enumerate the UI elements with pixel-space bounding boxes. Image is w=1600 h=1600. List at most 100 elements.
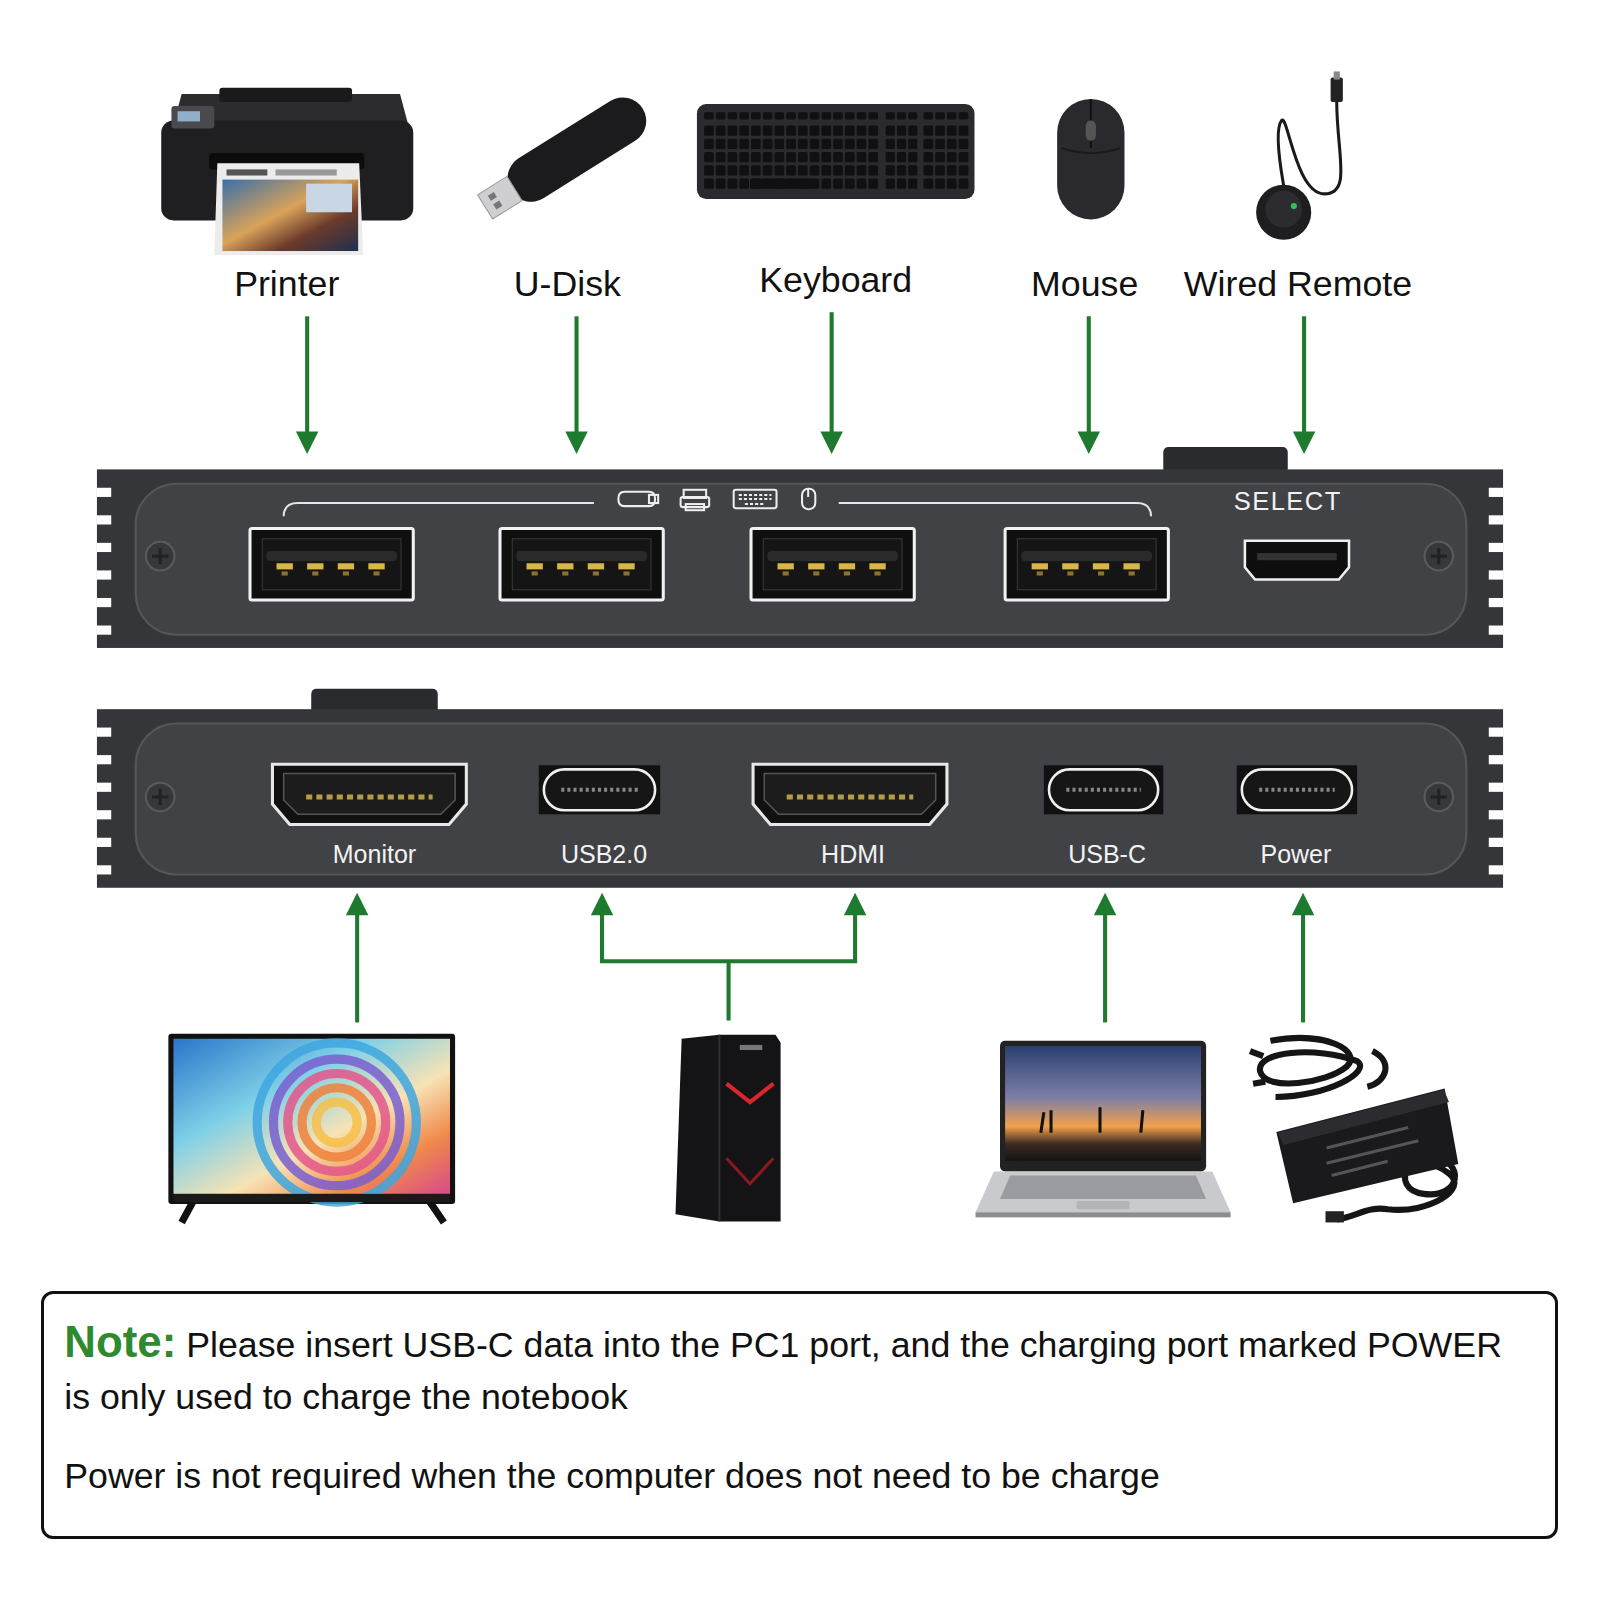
mouse-illustration-part	[1086, 120, 1096, 140]
usb-a-port-part	[1123, 563, 1139, 569]
usb-c-port-part	[1066, 788, 1140, 792]
fin-gap	[97, 626, 111, 635]
device-label: Printer	[185, 263, 389, 306]
port-box: USB2.0	[533, 759, 676, 873]
hdmi-port	[753, 764, 947, 824]
port-label: SELECT	[1227, 487, 1349, 516]
key	[821, 126, 831, 136]
printer-illustration-part	[227, 169, 268, 175]
top-panel-part	[839, 503, 1151, 516]
top-panel-part	[250, 529, 1168, 600]
wired-remote-illustration-part	[1265, 191, 1302, 228]
key	[897, 139, 906, 149]
connector-arrow	[565, 316, 587, 454]
key	[947, 126, 957, 136]
usb-a-port-part	[307, 563, 323, 569]
hdmi-port-part	[272, 764, 466, 824]
keyboard-illustration-part	[697, 104, 975, 199]
device-name: U-Disk	[514, 267, 621, 303]
key	[763, 112, 773, 119]
hdmi-port-part	[306, 794, 433, 799]
key	[739, 152, 749, 162]
fin-gap	[97, 515, 111, 524]
top-panel-part	[97, 469, 1503, 648]
printer-illustration-part	[178, 111, 200, 121]
key	[774, 112, 784, 119]
device-label: Mouse	[993, 263, 1177, 306]
laptop-illustration-part	[976, 1212, 1231, 1217]
printer-illustration-part	[171, 106, 214, 128]
usb-c-port-part	[544, 769, 655, 810]
key	[728, 165, 738, 175]
usb-a-port-part	[869, 563, 885, 569]
key	[821, 139, 831, 149]
key	[786, 152, 796, 162]
key	[897, 179, 906, 189]
laptop-illustration-part	[1000, 1041, 1206, 1172]
top-panel-part	[152, 548, 168, 564]
key	[798, 152, 808, 162]
usb-c-port-part	[1044, 765, 1163, 814]
connector-line	[1302, 316, 1306, 435]
usb-a-port-part	[512, 539, 651, 590]
key	[857, 126, 867, 136]
fin-gap	[97, 838, 111, 847]
mouse-illustration-part	[1061, 148, 1120, 153]
key	[886, 165, 895, 175]
key	[923, 126, 933, 136]
hdmi-port	[272, 764, 466, 824]
top-panel-part	[1245, 541, 1349, 580]
key	[750, 179, 811, 189]
port-icons-part	[807, 489, 809, 497]
key	[935, 139, 945, 149]
port-icons-part	[802, 489, 815, 509]
top-panel-part	[1424, 542, 1453, 571]
wired-remote-illustration	[1256, 71, 1343, 239]
key	[763, 139, 773, 149]
arrow-heads-part	[591, 893, 613, 915]
port-label: USB2.0	[533, 839, 676, 869]
power-adapter-illustration-part	[1327, 1212, 1343, 1221]
wired-remote-illustration-part	[1291, 203, 1297, 209]
key	[868, 112, 878, 119]
usb-a-port-part	[1067, 571, 1073, 575]
key	[908, 139, 917, 149]
port-icons-part	[734, 490, 777, 508]
key	[739, 165, 749, 175]
usb-a-port	[500, 529, 663, 600]
usb-a-port-part	[1062, 563, 1078, 569]
key	[704, 112, 714, 119]
arrow-heads-part	[1292, 893, 1314, 915]
bottom-panel-part	[136, 723, 1467, 874]
tv-illustration-part-part	[257, 1043, 416, 1202]
key	[857, 152, 867, 162]
key	[857, 179, 867, 189]
key	[833, 165, 843, 175]
device-name: Printer	[234, 267, 339, 303]
usb-a-port-part	[368, 563, 384, 569]
power-adapter-illustration-part	[1250, 1051, 1265, 1084]
arrow-head	[1078, 432, 1100, 454]
wired-remote-illustration-part	[1334, 71, 1340, 79]
fin-gap	[97, 570, 111, 579]
usb-a-port-part	[250, 529, 413, 600]
arrow-head	[1293, 432, 1315, 454]
usb-a-port-part	[808, 563, 824, 569]
device-name: Mouse	[1031, 267, 1138, 303]
usb-a-port-part	[557, 563, 573, 569]
usb-a-port-part	[1093, 563, 1109, 569]
fin-gap	[1489, 570, 1503, 579]
key	[751, 112, 761, 119]
fin-gap	[97, 598, 111, 607]
key	[947, 165, 957, 175]
key	[833, 139, 843, 149]
top-panel-part	[284, 503, 594, 516]
usb-a-port-part	[778, 563, 794, 569]
key	[728, 126, 738, 136]
laptop-illustration-part	[1005, 1046, 1201, 1161]
fin-gap	[1489, 728, 1503, 737]
note-box: Note: Please insert USB-C data into the …	[41, 1291, 1558, 1539]
key	[763, 165, 773, 175]
key	[728, 139, 738, 149]
